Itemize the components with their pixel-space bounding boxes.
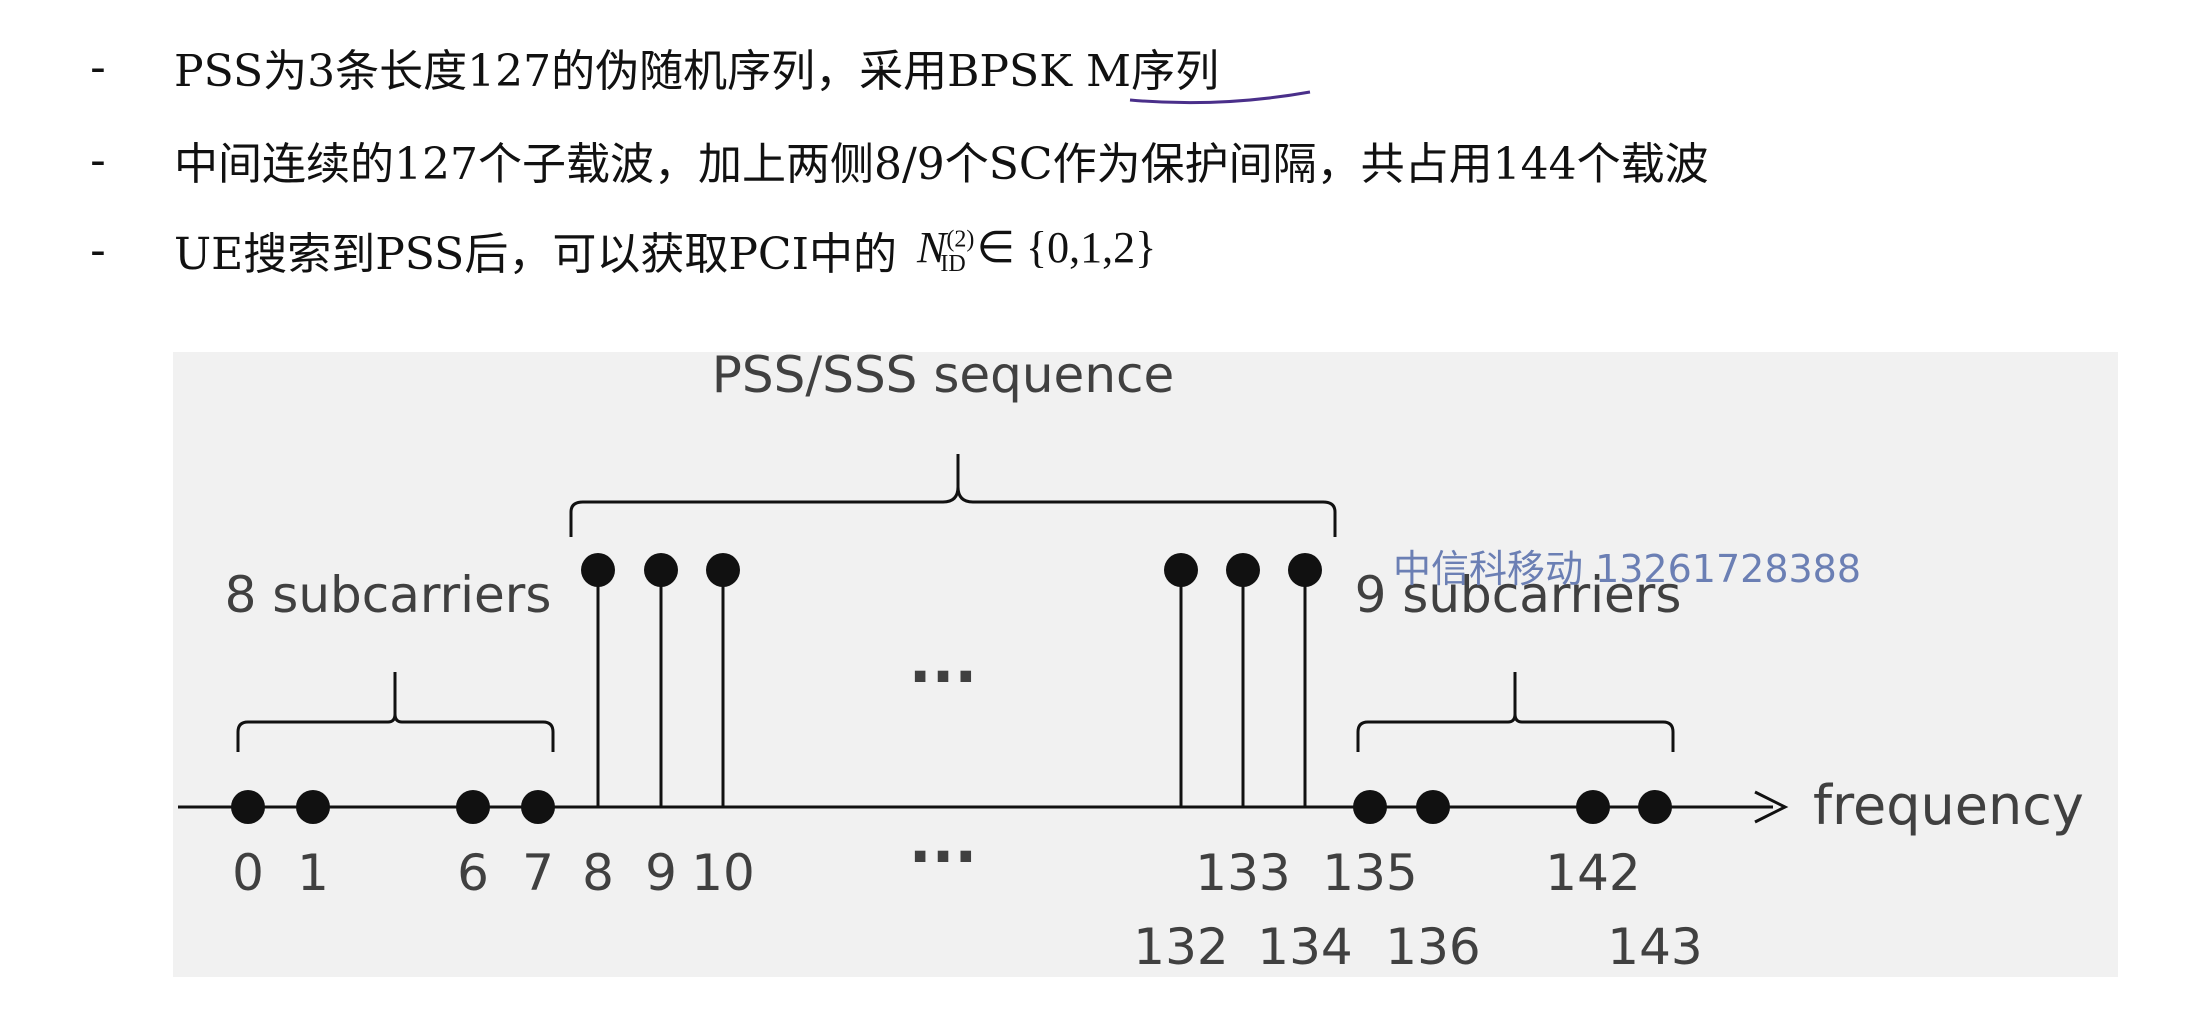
sequence-brace — [569, 454, 1337, 537]
ellipsis-mid: ··· — [909, 642, 977, 712]
guard-dot — [1576, 790, 1610, 824]
sequence-dot — [1226, 553, 1260, 587]
tick-label: 1 — [297, 844, 329, 902]
sequence-dot — [706, 553, 740, 587]
axis-arrowhead — [1754, 790, 1789, 824]
watermark-text: 中信科移动 13261728388 — [1393, 547, 1862, 591]
sequence-dot — [581, 553, 615, 587]
tick-label: 133 — [1195, 844, 1290, 902]
bullet-dash: - — [90, 134, 106, 186]
bullet-text: UE搜索到PSS后，可以获取PCI中的 — [174, 229, 897, 280]
math-subscript: ID — [940, 251, 966, 278]
bullet-1: - PSS为3条长度127的伪随机序列，采用BPSK M序列 — [90, 32, 1219, 102]
tick-label: 9 — [645, 844, 677, 902]
tick-label: 132 — [1133, 918, 1228, 976]
bullet-text: 中间连续的127个子载波，加上两侧8/9个SC作为保护间隔，共占用144个载波 — [174, 139, 1709, 190]
math-symbol: N — [916, 222, 947, 272]
bullet-3: - UE搜索到PSS后，可以获取PCI中的 N(2)ID ∈ {0,1,2} — [90, 215, 1156, 285]
sequence-dot — [644, 553, 678, 587]
bullet-2: - 中间连续的127个子载波，加上两侧8/9个SC作为保护间隔，共占用144个载… — [90, 125, 1709, 195]
guard-dot — [1353, 790, 1387, 824]
sequence-dot — [1288, 553, 1322, 587]
guard-dot — [296, 790, 330, 824]
handwritten-underline — [1129, 90, 1311, 105]
bullet-text: PSS为3条长度127的伪随机序列，采用BPSK M序列 — [174, 46, 1220, 97]
right-guard-label: 9 subcarriers — [1355, 566, 1682, 624]
left-guard-label: 8 subcarriers — [225, 566, 552, 624]
math-set: ∈ {0,1,2} — [976, 222, 1157, 272]
bullet-dash: - — [90, 224, 106, 276]
tick-label: 134 — [1257, 918, 1352, 976]
ellipsis-bottom: ··· — [909, 822, 977, 892]
tick-label: 0 — [232, 844, 264, 902]
tick-label: 143 — [1607, 918, 1702, 976]
diagram-canvas: PSS/SSS sequence 8 subcarriers 9 subcarr… — [178, 352, 2084, 976]
tick-label: 6 — [457, 844, 489, 902]
tick-label: 8 — [582, 844, 614, 902]
guard-dot — [456, 790, 490, 824]
guard-dot — [1638, 790, 1672, 824]
tick-label: 10 — [691, 844, 755, 902]
tick-label: 136 — [1385, 918, 1480, 976]
axis-label: frequency — [1813, 774, 2084, 837]
guard-dot — [1416, 790, 1450, 824]
right-brace — [1356, 672, 1675, 752]
sequence-dot — [1164, 553, 1198, 587]
bullet-dash: - — [90, 41, 106, 93]
subcarrier-diagram: PSS/SSS sequence 8 subcarriers 9 subcarr… — [173, 352, 2118, 977]
left-brace — [236, 672, 555, 752]
sequence-label: PSS/SSS sequence — [712, 352, 1175, 404]
tick-label: 7 — [522, 844, 554, 902]
math-formula: N(2)ID ∈ {0,1,2} — [917, 222, 1156, 279]
guard-dot — [521, 790, 555, 824]
tick-label: 142 — [1545, 844, 1640, 902]
math-superscript: (2) — [946, 225, 975, 252]
guard-dot — [231, 790, 265, 824]
tick-label: 135 — [1322, 844, 1417, 902]
